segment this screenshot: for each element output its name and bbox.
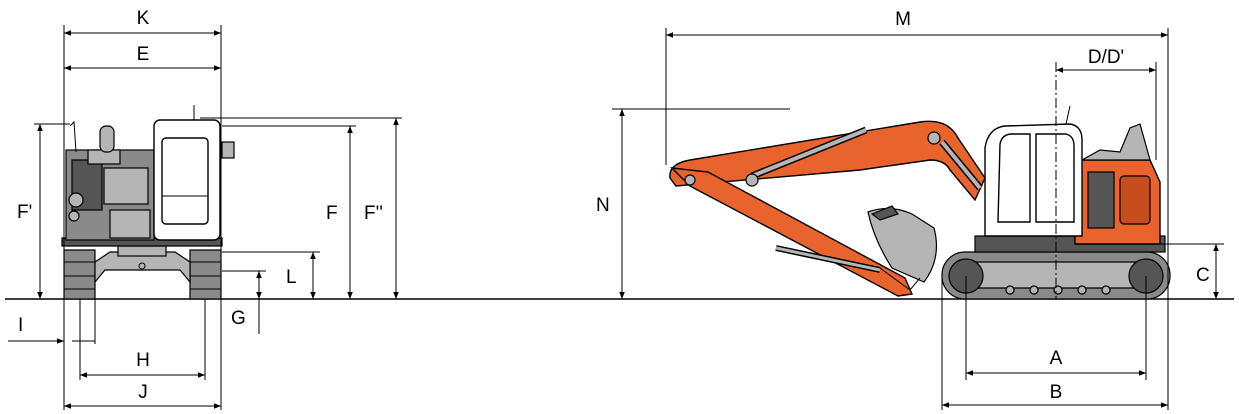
label-F-prime: F' (17, 202, 32, 223)
label-M: M (895, 9, 911, 30)
label-G: G (231, 308, 246, 329)
label-B: B (1050, 382, 1063, 403)
label-I: I (18, 315, 23, 336)
swing-bearing (117, 245, 167, 257)
left-track (63, 249, 96, 300)
label-F: F (326, 203, 338, 224)
label-K: K (137, 8, 150, 29)
engine-grille (1087, 171, 1115, 229)
handrail (69, 120, 77, 153)
boom-pin (927, 131, 941, 145)
rear-panel (1119, 175, 1151, 225)
cab-window-front (997, 133, 1031, 223)
label-D: D/D' (1088, 47, 1124, 68)
label-L: L (286, 267, 297, 288)
label-F-double-prime: F'' (364, 203, 383, 224)
bucket-teeth (870, 205, 899, 221)
engine-component (103, 167, 149, 205)
label-A: A (1050, 348, 1063, 369)
label-E: E (137, 44, 150, 65)
front-dimensions (8, 25, 402, 410)
excavator-front-view (61, 105, 235, 300)
side-mirror (221, 141, 235, 159)
exhaust-pipe (99, 125, 115, 153)
right-track (189, 249, 222, 300)
lower-engine-part (109, 209, 151, 239)
label-H: H (136, 350, 150, 371)
side-dimensions (612, 28, 1224, 410)
label-C: C (1196, 265, 1210, 286)
boom (669, 120, 986, 202)
label-N: N (596, 195, 610, 216)
cab-window-side (1035, 133, 1075, 223)
cab-window (161, 137, 209, 225)
side-antenna (1065, 105, 1071, 125)
label-J: J (138, 382, 148, 403)
front-light (68, 192, 84, 208)
excavator-side-view (669, 105, 1171, 300)
engine-top-side (1079, 123, 1151, 161)
